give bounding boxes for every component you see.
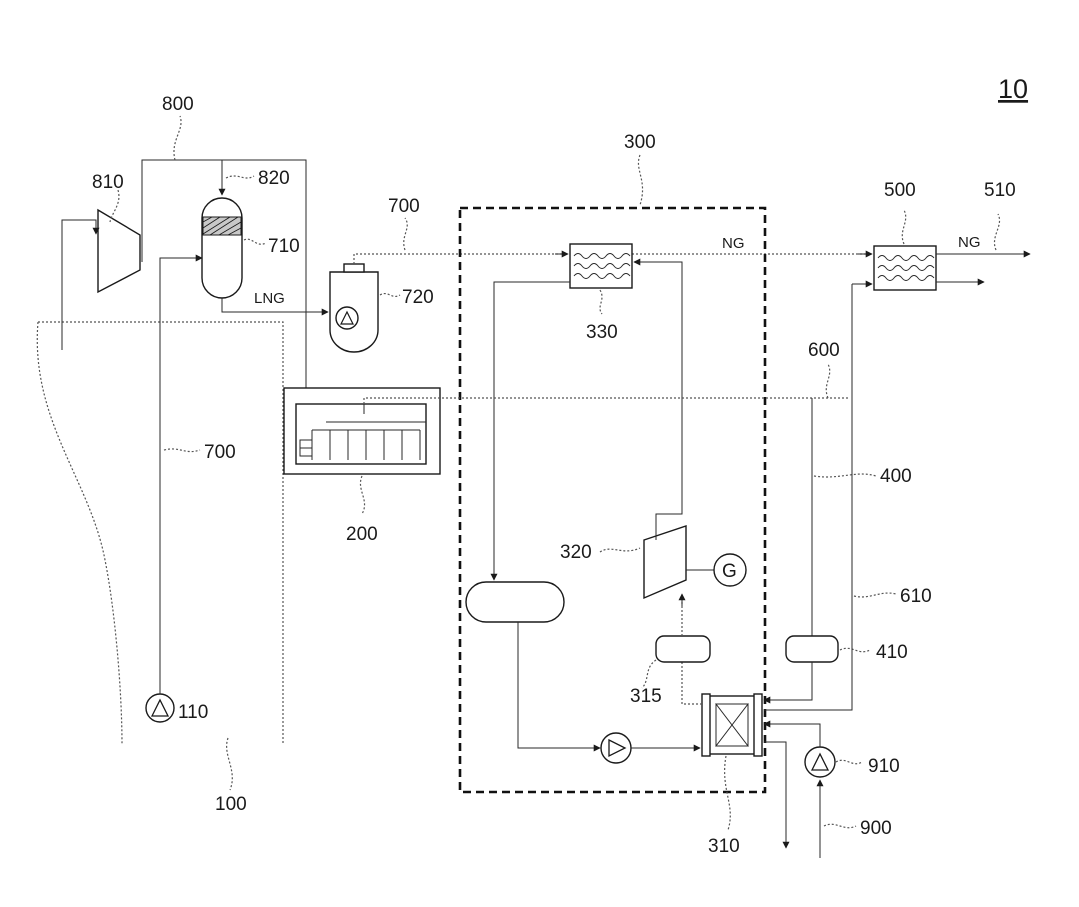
wf-330-to-receiver — [494, 282, 570, 580]
compressor-label: 810 — [92, 172, 124, 193]
svg-text:G: G — [722, 561, 737, 582]
heater-315-label: 315 — [630, 686, 662, 707]
line-820-label: 820 — [258, 168, 290, 189]
compressor-leader — [110, 190, 119, 222]
wf-receiver-to-pump — [518, 622, 600, 748]
pump-720-label: 720 — [402, 287, 434, 308]
engine-leader — [360, 476, 364, 514]
seawater-leader — [824, 824, 856, 827]
wf-310-to-315 — [682, 662, 702, 704]
pump-910-label: 910 — [868, 756, 900, 777]
line-820-leader — [226, 176, 254, 178]
pump-110-label: 110 — [178, 702, 208, 723]
seawater-label: 900 — [860, 818, 892, 839]
engine-200 — [284, 388, 440, 474]
generator: G — [714, 554, 746, 586]
lng-line-top-label: 700 — [388, 196, 420, 217]
pump-720-leader — [380, 294, 400, 297]
seawater-discharge — [764, 742, 786, 848]
line-400-label: 400 — [880, 466, 912, 487]
vaporizer-500 — [874, 246, 936, 290]
figure-reference: 10 — [998, 74, 1028, 104]
pump-110 — [146, 694, 174, 722]
heat-exchanger-330 — [570, 244, 632, 288]
ng-out-leader — [994, 214, 999, 250]
compressor-810 — [98, 210, 140, 292]
heat-exchanger-310 — [702, 694, 762, 756]
heater-315 — [656, 636, 710, 662]
ng-stream-label-1: NG — [722, 235, 745, 252]
line-610-label: 610 — [900, 586, 932, 607]
tank-710 — [202, 198, 242, 298]
compressor-inlet — [62, 220, 96, 350]
pump-720 — [330, 264, 378, 352]
bog-line-label: 800 — [162, 94, 194, 115]
pump-910-leader — [836, 760, 862, 763]
vaporizer-leader — [902, 210, 905, 244]
lng-stream-label: LNG — [254, 290, 285, 307]
receiver-tank — [466, 582, 564, 622]
exchanger-330-label: 330 — [586, 322, 618, 343]
heater-410-leader — [840, 648, 870, 651]
lng-line-top-leader — [404, 218, 408, 250]
turbine-leader — [600, 548, 640, 552]
heater-410 — [786, 636, 838, 662]
line-600-leader — [826, 364, 829, 398]
tank-leader — [244, 239, 266, 244]
engine-label: 200 — [346, 524, 378, 545]
line-410-to-310 — [764, 662, 812, 700]
lng-line-left-leader — [164, 449, 200, 452]
turbine-label: 320 — [560, 542, 592, 563]
turbine-320 — [644, 526, 686, 598]
vaporizer-label: 500 — [884, 180, 916, 201]
cycle-leader — [638, 155, 642, 205]
exchanger-330-leader — [600, 290, 602, 314]
ng-out-label: 510 — [984, 180, 1016, 201]
cycle-pump — [601, 733, 631, 763]
lng-line-left-label: 700 — [204, 442, 236, 463]
ship-leader-line — [227, 738, 233, 790]
tank-label: 710 — [268, 236, 300, 257]
exchanger-310-label: 310 — [708, 836, 740, 857]
line-610-leader — [854, 593, 896, 597]
bog-line-leader — [174, 116, 181, 160]
cycle-label: 300 — [624, 132, 656, 153]
seawater-to-310 — [764, 724, 820, 747]
ng-stream-label-2: NG — [958, 234, 981, 251]
ship-label: 100 — [215, 794, 247, 815]
heater-410-label: 410 — [876, 642, 908, 663]
lng-supply-line-left — [160, 258, 202, 694]
heater-315-leader — [642, 660, 656, 688]
wf-turbine-to-330 — [634, 262, 682, 540]
line-600-label: 600 — [808, 340, 840, 361]
pump-910 — [805, 747, 835, 777]
line-400-leader — [814, 474, 876, 477]
